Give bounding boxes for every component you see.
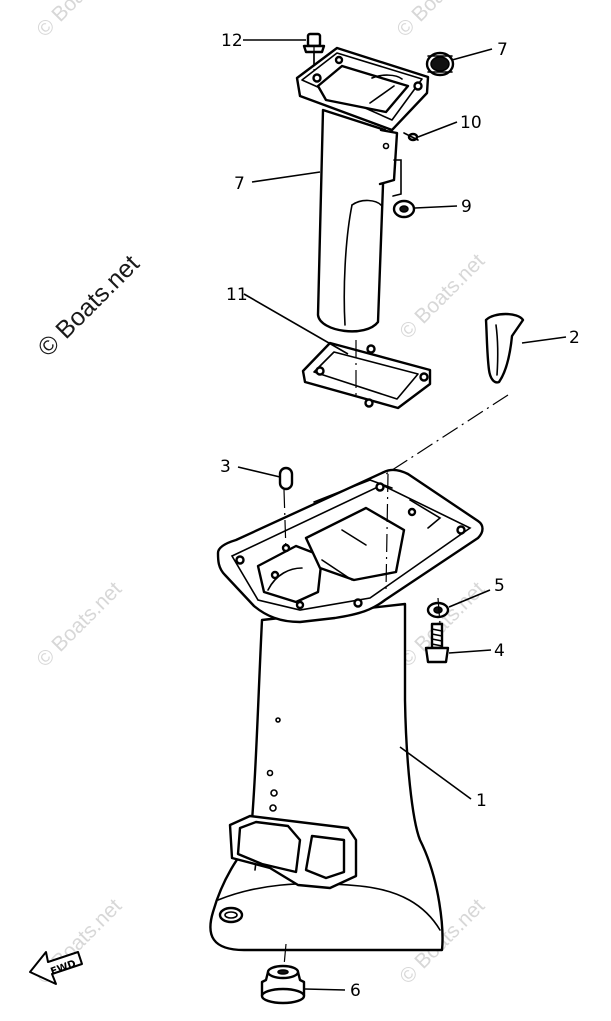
callout-1: 1 (476, 791, 487, 811)
part-7-upper-tube (295, 46, 430, 333)
part-11-gasket (301, 341, 432, 410)
watermark-2: © Boats.net (392, 0, 486, 42)
part-8-grommet (425, 51, 455, 77)
watermark-5: © Boats.net (32, 577, 126, 671)
leader-lines (237, 39, 567, 991)
watermark-1: © Boats.net (32, 0, 126, 42)
assembly-lines (283, 46, 509, 967)
callout-7: 7 (234, 174, 245, 194)
callout-labels: 12 7 10 7 9 11 2 3 5 4 1 6 (220, 31, 580, 1001)
part-1-upper-casing (209, 468, 484, 952)
callout-5: 5 (494, 576, 505, 596)
callout-4: 4 (494, 641, 505, 661)
part-6-grommet (260, 964, 306, 1005)
callout-11: 11 (226, 285, 248, 305)
callout-12: 12 (221, 31, 243, 51)
part-3-plug (278, 466, 294, 491)
callout-9: 9 (461, 197, 472, 217)
callout-3: 3 (220, 457, 231, 477)
watermark-3: © Boats.net (32, 250, 144, 362)
part-2-seal (484, 312, 525, 384)
part-4-bolt (424, 622, 450, 664)
part-10-pin (403, 132, 419, 142)
callout-8: 7 (497, 40, 508, 60)
part-9-collar (392, 199, 416, 219)
callout-6: 6 (350, 981, 361, 1001)
watermark-4: © Boats.net (395, 249, 489, 343)
callout-2: 2 (569, 328, 580, 348)
callout-10: 10 (460, 113, 482, 133)
